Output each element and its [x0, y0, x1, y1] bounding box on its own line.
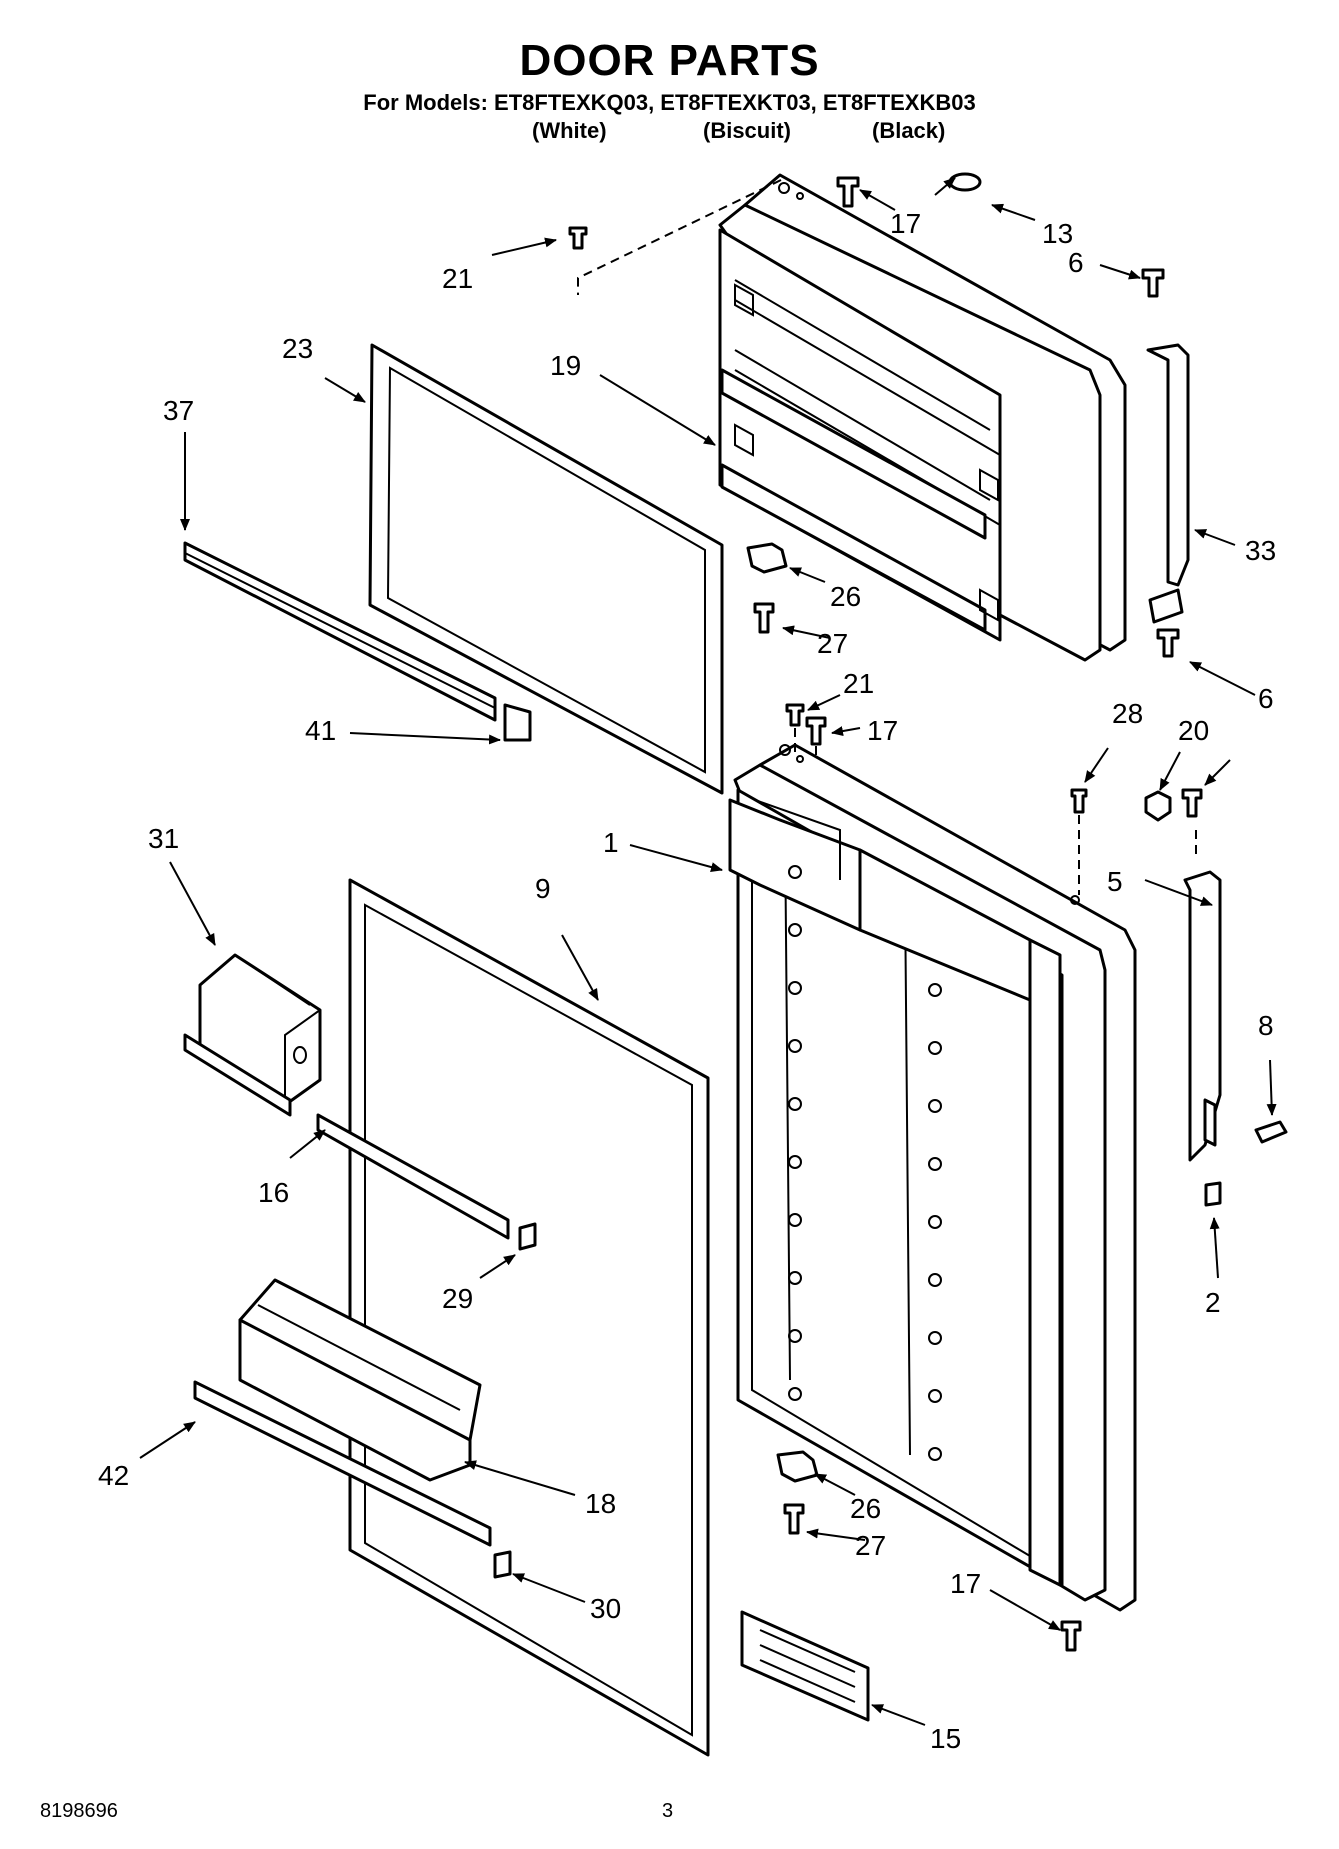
variant-black: (Black): [872, 118, 946, 143]
callout-6-lower: 6: [1258, 683, 1274, 714]
hinge-bracket-26-upper: [746, 542, 788, 574]
freezer-gasket-23: [368, 343, 724, 795]
clip-41: [503, 703, 532, 742]
butter-compartment-31: [183, 953, 322, 1117]
screw-17-lower: [1060, 1620, 1082, 1652]
plug-28: [1070, 788, 1088, 814]
freezer-hinge-pin-dashed-line: [577, 179, 782, 295]
shelf-trim-16: [316, 1113, 510, 1240]
upper-hinge-33: [1146, 343, 1190, 587]
screw-17-upper: [836, 176, 860, 208]
callout-21-upper: 21: [442, 263, 473, 294]
callout-26-lower: 26: [850, 1493, 881, 1524]
upper-hinge-plate: [1148, 588, 1184, 624]
callout-20: 20: [1178, 715, 1209, 746]
callout-1: 1: [603, 827, 619, 858]
callout-5: 5: [1107, 866, 1123, 897]
screw-8: [1254, 1120, 1288, 1144]
callout-21-lower: 21: [843, 668, 874, 699]
callout-16: 16: [258, 1177, 289, 1208]
page-title: DOOR PARTS: [519, 36, 820, 85]
door-bin-18: [238, 1278, 482, 1482]
callout-33: 33: [1245, 535, 1276, 566]
clip-30: [493, 1550, 512, 1579]
screw-6-lower: [1156, 628, 1180, 658]
callout-23: 23: [282, 333, 313, 364]
callout-19: 19: [550, 350, 581, 381]
callout-31: 31: [148, 823, 179, 854]
callout-26-upper: 26: [830, 581, 861, 612]
callout-13: 13: [1042, 218, 1073, 249]
callout-9: 9: [535, 873, 551, 904]
callout-37: 37: [163, 395, 194, 426]
doc-number: 8198696: [40, 1800, 118, 1822]
callout-29: 29: [442, 1283, 473, 1314]
page-number: 3: [662, 1800, 674, 1822]
callout-15: 15: [930, 1723, 961, 1754]
callout-17-lower: 17: [950, 1568, 981, 1599]
shelf-peg-holes: [788, 865, 942, 1461]
hinge-bracket-26-lower: [776, 1450, 819, 1483]
screw-27-upper: [753, 602, 775, 634]
hinge-pin-21-upper: [568, 226, 588, 250]
variant-biscuit: (Biscuit): [703, 118, 791, 143]
screw-6-mid: [1181, 788, 1203, 818]
callout-28: 28: [1112, 698, 1143, 729]
hinge-pin-21-lower: [785, 703, 805, 727]
callout-41: 41: [305, 715, 336, 746]
fresh-food-door: [728, 743, 1137, 1612]
kick-panel-15: [740, 1610, 870, 1722]
screw-17-mid: [805, 716, 827, 746]
spacer-2: [1204, 1181, 1222, 1207]
gasket-13: [948, 172, 982, 192]
callout-6-upper: 6: [1068, 247, 1084, 278]
callout-27-lower: 27: [855, 1530, 886, 1561]
model-list: For Models: ET8FTEXKQ03, ET8FTEXKT03, ET…: [363, 90, 976, 115]
clip-29: [518, 1222, 537, 1251]
callout-42: 42: [98, 1460, 129, 1491]
callout-17-mid: 17: [867, 715, 898, 746]
callout-30: 30: [590, 1593, 621, 1624]
freezer-door: [718, 173, 1127, 662]
callout-18: 18: [585, 1488, 616, 1519]
variant-white: (White): [532, 118, 607, 143]
cap-20: [1144, 790, 1172, 822]
screw-6-upper: [1141, 268, 1165, 298]
callout-numbers: 21 17 13 6 23 19 37 33 26 27 6 21 17 28 …: [98, 208, 1276, 1754]
callout-2: 2: [1205, 1287, 1221, 1318]
shelf-trim-42: [193, 1380, 492, 1547]
callout-8: 8: [1258, 1010, 1274, 1041]
callout-leaders: [139, 177, 1277, 1726]
screw-27-lower: [783, 1503, 805, 1535]
callout-27-upper: 27: [817, 628, 848, 659]
callout-17-upper: 17: [890, 208, 921, 239]
fresh-food-gasket-9: [348, 878, 710, 1757]
hinge-slot: [1203, 1098, 1217, 1147]
